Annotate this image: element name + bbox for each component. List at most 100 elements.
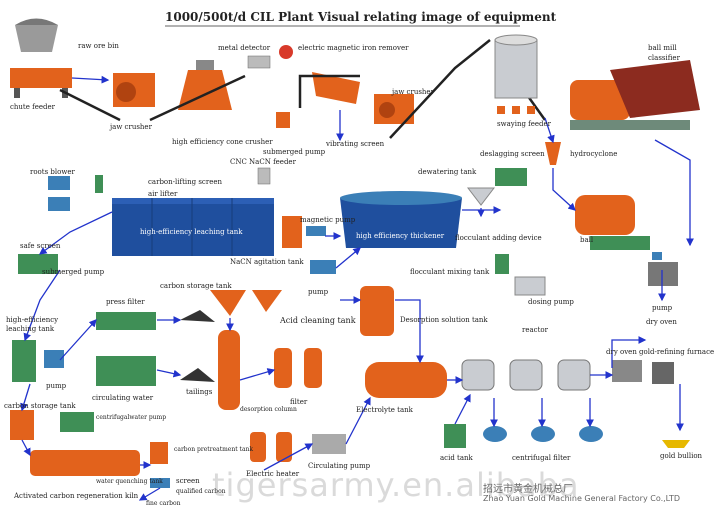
jaw-crusher-icon — [113, 73, 155, 107]
reactor-icons — [461, 359, 591, 391]
hydrocyclone-icon — [545, 142, 561, 165]
label-regeneration-kiln: Activated carbon regeneration kiln — [14, 492, 139, 500]
filter-icon — [274, 348, 322, 388]
electric-heater-icon — [250, 432, 292, 462]
label-pump-2: pump — [46, 382, 67, 390]
label-pump-right: pump — [652, 304, 673, 312]
label-swaying-feeder: swaying feeder — [497, 120, 552, 128]
label-circulating-water: circulating water — [92, 394, 154, 402]
acid-tank-icon — [444, 424, 466, 448]
label-filter: filter — [290, 398, 308, 406]
label-dry-oven-furnace: dry oven gold-refining furnace — [606, 348, 715, 356]
label-nacn-agitation: NaCN agitation tank — [230, 258, 304, 266]
label-carbon-lifting-screen: carbon-lifting screen — [148, 178, 222, 186]
label-cone-crusher: high efficiency cone crusher — [172, 138, 273, 146]
dewatering-tank-icon — [466, 187, 496, 206]
label-fine-carbon: fine carbon — [146, 500, 181, 507]
gold-bullion-icon — [662, 440, 690, 448]
safe-screen-icon — [18, 254, 58, 274]
thickener-icon — [340, 191, 462, 248]
submerged-pump-icon — [276, 112, 290, 128]
label-acid-cleaning-tank: Acid cleaning tank — [280, 316, 356, 325]
label-electric-heater: Electric heater — [246, 470, 300, 478]
deslagging-screen-icon — [495, 168, 527, 186]
label-jaw-crusher-1: jaw crusher — [110, 123, 152, 131]
label-dewatering-tank: dewatering tank — [418, 168, 477, 176]
dosing-pump-icon — [514, 276, 546, 296]
circulating-pump-icon — [312, 434, 346, 454]
acid-cleaning-tank-icon — [360, 286, 394, 336]
pump-right-icon — [652, 252, 662, 260]
carbon-pretreatment-tank-icon — [150, 442, 168, 464]
label-carbon-storage-tank-1: carbon storage tank — [160, 282, 232, 290]
label-raw-ore-bin: raw ore bin — [78, 42, 119, 50]
label-water-quenching-tank: water quenching tank — [96, 478, 163, 485]
label-dry-oven-1: dry oven — [646, 318, 677, 326]
label-roots-blower: roots blower — [30, 168, 75, 176]
label-safe-screen: safe screen — [20, 242, 61, 250]
label-ball-mill-lower: ball — [580, 236, 594, 244]
regeneration-kiln-icon — [30, 450, 140, 476]
label-circulating-pump: Circulating pump — [308, 462, 371, 470]
label-submerged-pump-2: submerged pump — [42, 268, 105, 276]
desorption-column-icon — [218, 330, 240, 410]
label-leaching-tank: high-efficiency leaching tank — [140, 228, 243, 236]
tailings-heap-icon — [180, 310, 215, 382]
electrolyte-tank-icon — [365, 362, 447, 398]
label-high-eff-leaching-tank: high-efficiency leaching tank — [6, 316, 59, 333]
ball-mill-lower-icon — [575, 195, 650, 250]
roots-blower-icon — [48, 175, 103, 211]
circulating-water-icon — [96, 356, 156, 386]
label-gold-bullion: gold bullion — [660, 452, 703, 460]
leaching-tank-small-icon — [12, 340, 36, 382]
label-screen: screen — [176, 477, 200, 485]
flocculant-mixing-tank-icon — [495, 254, 509, 274]
magnetic-iron-remover-icon — [279, 45, 293, 59]
ball-mill-classifier-icon — [570, 60, 700, 130]
label-reactor: reactor — [522, 326, 548, 334]
gold-refining-furnace-icon — [612, 360, 674, 384]
diagram-title: 1000/500t/d CIL Plant Visual relating im… — [165, 10, 557, 24]
press-filter-icon — [96, 312, 156, 330]
label-electrolyte-tank: Electrolyte tank — [356, 406, 413, 414]
label-classifier: classifier — [648, 54, 680, 62]
label-submerged-pump-1: submerged pump — [263, 148, 326, 156]
swaying-feeder-icon — [497, 106, 535, 114]
centrifugal-water-pump-icon — [60, 412, 94, 432]
label-dosing-pump: dosing pump — [528, 298, 574, 306]
watermark: tigersarmy.en.alibaba — [212, 466, 580, 504]
raw-ore-bin-icon — [15, 18, 58, 52]
leaching-tank-bank-icon — [112, 198, 274, 256]
label-chute-feeder: chute feeder — [10, 103, 55, 111]
label-deslagging-screen: deslagging screen — [480, 150, 545, 158]
label-centrifugal-filter: centrifugal filter — [512, 454, 571, 462]
magnetic-pump-icon — [306, 226, 326, 236]
label-flocculant-adding: flocculant adding device — [455, 234, 542, 242]
company-name-chinese: 招远市黄金机械总厂 — [483, 484, 573, 495]
carbon-storage-tank-2-icon — [10, 410, 34, 440]
nacn-feeder-icon — [257, 167, 271, 185]
label-metal-detector: metal detector — [218, 44, 271, 52]
label-magnetic-iron-remover: electric magnetic iron remover — [298, 44, 409, 52]
label-press-filter: press filter — [106, 298, 145, 306]
screen-icon — [150, 478, 170, 488]
label-hydrocyclone: hydrocyclone — [570, 150, 618, 158]
centrifugal-filter-icons — [483, 426, 603, 442]
label-jaw-crusher-2: jaw crusher — [392, 88, 434, 96]
vibrating-screen-icon — [312, 72, 360, 104]
label-pump-1: pump — [308, 288, 329, 296]
label-centrifugal-water-pump: centrifugalwater pump — [96, 414, 167, 421]
label-desorption-solution-tank: Desorption solution tank — [400, 316, 488, 324]
company-name-english: Zhao Yuan Gold Machine General Factory C… — [483, 494, 681, 503]
dry-oven-icon — [648, 262, 678, 286]
label-ball-mill: ball mill — [648, 44, 677, 52]
label-carbon-storage-tank-2: carbon storage tank — [4, 402, 76, 410]
label-magnetic-pump: magnetic pump — [300, 216, 356, 224]
raw-ore-silo-icon — [494, 34, 538, 99]
label-nacn-feeder: CNC NaCN feeder — [230, 158, 296, 166]
carbon-storage-tank-1-icon — [210, 290, 282, 316]
pump-2-icon — [44, 350, 64, 368]
chute-feeder-icon — [10, 68, 72, 98]
